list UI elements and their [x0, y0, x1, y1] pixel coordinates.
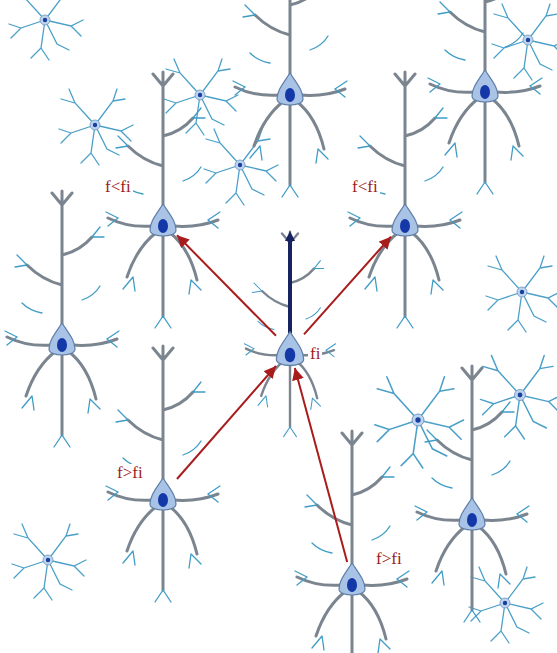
soma-shape [276, 332, 304, 368]
frequency-label: f<fi [350, 178, 380, 196]
neuron-soma: f<fi [149, 203, 177, 239]
neuron-soma: f>fi [338, 562, 366, 598]
soma-shape [338, 562, 366, 598]
neuron-soma: fi [276, 332, 304, 368]
signal-arrow [295, 368, 347, 562]
signal-arrow [304, 237, 391, 335]
soma-shape [391, 203, 419, 239]
soma-shape [149, 203, 177, 239]
frequency-label: f<fi [103, 178, 133, 196]
signal-arrow [177, 235, 276, 336]
signal-arrow [177, 366, 276, 479]
soma-shape [149, 477, 177, 513]
frequency-label: fi [308, 345, 322, 363]
frequency-label: f>fi [115, 464, 145, 482]
neuron-soma: f>fi [149, 477, 177, 513]
frequency-label: f>fi [374, 550, 404, 568]
neuron-soma: f<fi [391, 203, 419, 239]
